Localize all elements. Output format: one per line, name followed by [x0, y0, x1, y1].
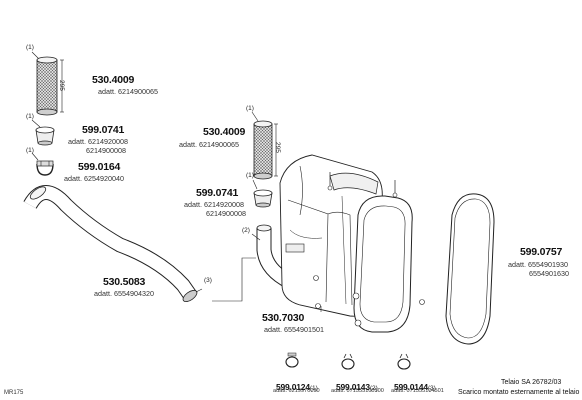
sleeve-left-adatt-2: 6214900008 — [86, 146, 126, 155]
sleeve-left-adatt-1: adatt. 6214920008 — [68, 137, 128, 146]
heat-shield-adatt-1: adatt. 6554901930 — [508, 260, 568, 269]
heat-shield-drawing — [445, 193, 495, 345]
footer-chassis: Telaio SA 26782/03 — [501, 379, 562, 386]
heat-shield-code: 599.0757 — [520, 246, 563, 258]
flex-pipe-middle-adatt: adatt. 6214900065 — [179, 140, 239, 149]
sleeve-left-mark: (1) — [26, 113, 34, 120]
flex-pipe-middle-mark: (1) — [246, 105, 254, 112]
sleeve-middle-code: 599.0741 — [196, 187, 239, 199]
sleeve-left-code: 599.0741 — [82, 124, 125, 136]
clamp-left-drawing — [31, 152, 54, 176]
clamp-left-mark: (1) — [26, 147, 34, 154]
clamp-1-label: 599.0124(1) — [276, 378, 318, 394]
clamp-3-mark: (3) — [427, 385, 436, 392]
clamp-3-label: 599.0144(3) — [394, 378, 436, 394]
clamp-left-adatt: adatt. 6254920040 — [64, 174, 124, 183]
silencer-adatt: adatt. 6554901501 — [264, 325, 324, 334]
bent-pipe-left-drawing — [23, 185, 203, 303]
inlet-elbow-pipe-drawing — [212, 224, 294, 302]
clamp-1-code: 599.0124 — [276, 382, 310, 392]
inlet-elbow-mark: (2) — [242, 227, 250, 234]
clamp-2-adatt: adatt. 071555100500 — [331, 388, 384, 394]
bottom-clamps-drawing — [285, 352, 411, 370]
clamp-1-mark: (1) — [309, 385, 318, 392]
clamp-1-adatt: adatt. 6219970090 — [273, 388, 320, 394]
flex-pipe-left-adatt: adatt. 6214900065 — [98, 87, 158, 96]
flex-pipe-middle-code: 530.4009 — [203, 126, 246, 138]
clamp-2-code: 599.0143 — [336, 382, 370, 392]
clamp-2-mark: (2) — [369, 385, 378, 392]
sleeve-middle-mark: (1) — [246, 172, 254, 179]
sleeve-middle-drawing — [252, 179, 273, 208]
clamp-left-code: 599.0164 — [78, 161, 121, 173]
clamp-2-label: 599.0143(2) — [336, 378, 378, 394]
bent-pipe-left-code: 530.5083 — [103, 276, 146, 288]
sleeve-middle-adatt-2: 6214900008 — [206, 209, 246, 218]
silencer-drawing — [279, 154, 425, 333]
flex-pipe-left-dimension: 295 — [58, 80, 65, 91]
bent-pipe-left-adatt: adatt. 6554904320 — [94, 289, 154, 298]
flex-pipe-left-mark: (1) — [26, 44, 34, 51]
silencer-code: 530.7030 — [262, 312, 305, 324]
bent-pipe-left-mark: (3) — [204, 277, 212, 284]
diagram-code: MR175 — [4, 390, 24, 396]
clamp-3-code: 599.0144 — [394, 382, 428, 392]
flex-pipe-middle-dimension: 295 — [274, 142, 281, 153]
flex-pipe-middle-drawing — [251, 111, 278, 180]
heat-shield-adatt-2: 6554901630 — [529, 269, 569, 278]
sleeve-left-drawing — [31, 119, 55, 146]
flex-pipe-left-drawing — [31, 51, 64, 116]
footer-note: Scarico montato esternamente al telaio — [458, 389, 580, 396]
clamp-3-adatt: adatt. 071555104501 — [391, 388, 444, 394]
sleeve-middle-adatt-1: adatt. 6214920008 — [184, 200, 244, 209]
flex-pipe-left-code: 530.4009 — [92, 74, 135, 86]
